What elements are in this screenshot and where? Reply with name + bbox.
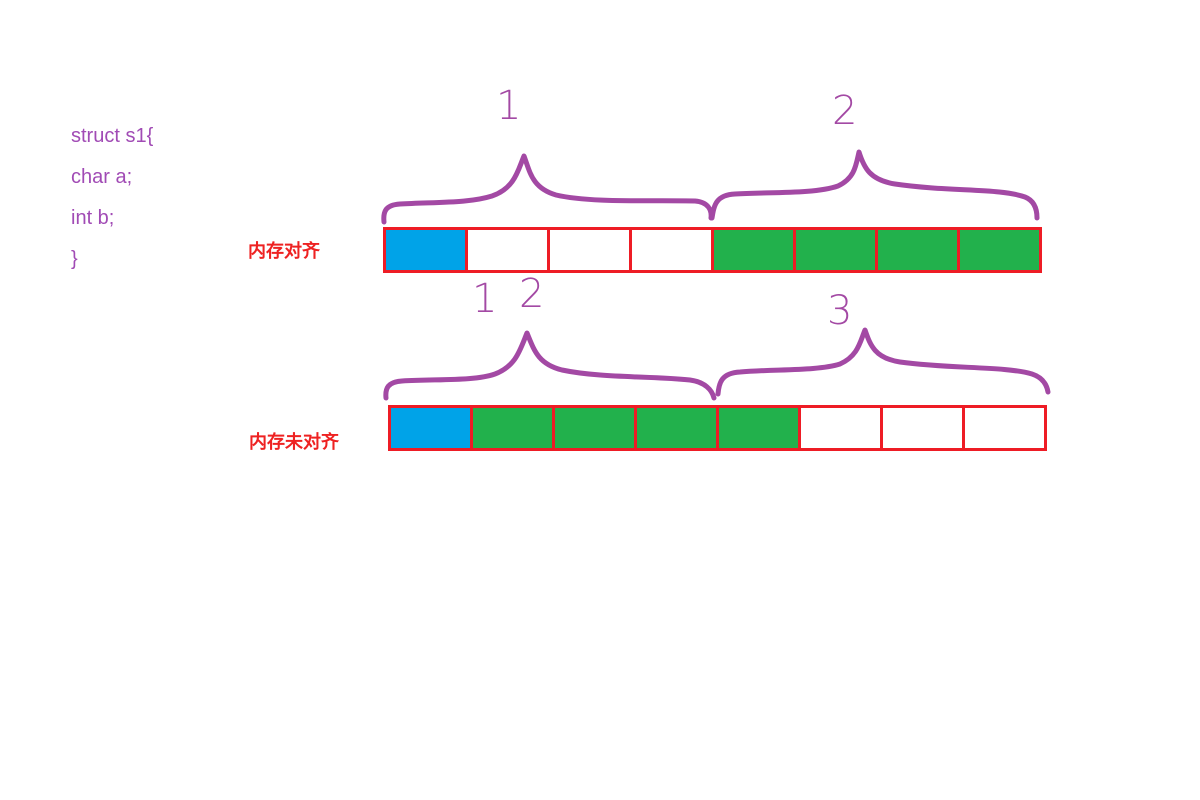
- aligned-memory-row: [383, 227, 1042, 273]
- aligned-byte-cell-6: [796, 230, 878, 270]
- code-line-2: char a;: [71, 166, 133, 188]
- code-line-1: struct s1{: [71, 125, 154, 147]
- aligned-brace-1: [381, 153, 714, 225]
- unaligned-brace-2: [715, 327, 1051, 397]
- unaligned-label: 内存未对齐: [249, 432, 339, 453]
- aligned-byte-cell-1: [386, 230, 468, 270]
- aligned-group-number-1: 1: [496, 83, 521, 129]
- unaligned-group-number-1: 1: [472, 276, 497, 322]
- unaligned-group-number-3: 3: [827, 288, 852, 334]
- unaligned-group-number-2: 2: [519, 271, 544, 317]
- aligned-byte-cell-3: [550, 230, 632, 270]
- aligned-byte-cell-4: [632, 230, 714, 270]
- aligned-byte-cell-8: [960, 230, 1039, 270]
- aligned-byte-cell-5: [714, 230, 796, 270]
- struct-code: struct s1{ char a; int b; }: [71, 116, 153, 280]
- unaligned-byte-cell-5: [719, 408, 801, 448]
- code-line-4: }: [71, 248, 78, 270]
- code-line-3: int b;: [71, 207, 115, 229]
- aligned-label: 内存对齐: [248, 241, 320, 262]
- unaligned-brace-1: [383, 330, 717, 401]
- aligned-group-number-2: 2: [832, 88, 857, 134]
- unaligned-byte-cell-7: [883, 408, 965, 448]
- aligned-byte-cell-2: [468, 230, 550, 270]
- unaligned-memory-row: [388, 405, 1047, 451]
- aligned-byte-cell-7: [878, 230, 960, 270]
- unaligned-byte-cell-6: [801, 408, 883, 448]
- unaligned-byte-cell-1: [391, 408, 473, 448]
- unaligned-byte-cell-3: [555, 408, 637, 448]
- unaligned-byte-cell-4: [637, 408, 719, 448]
- unaligned-byte-cell-2: [473, 408, 555, 448]
- unaligned-byte-cell-8: [965, 408, 1044, 448]
- aligned-brace-2: [709, 149, 1040, 221]
